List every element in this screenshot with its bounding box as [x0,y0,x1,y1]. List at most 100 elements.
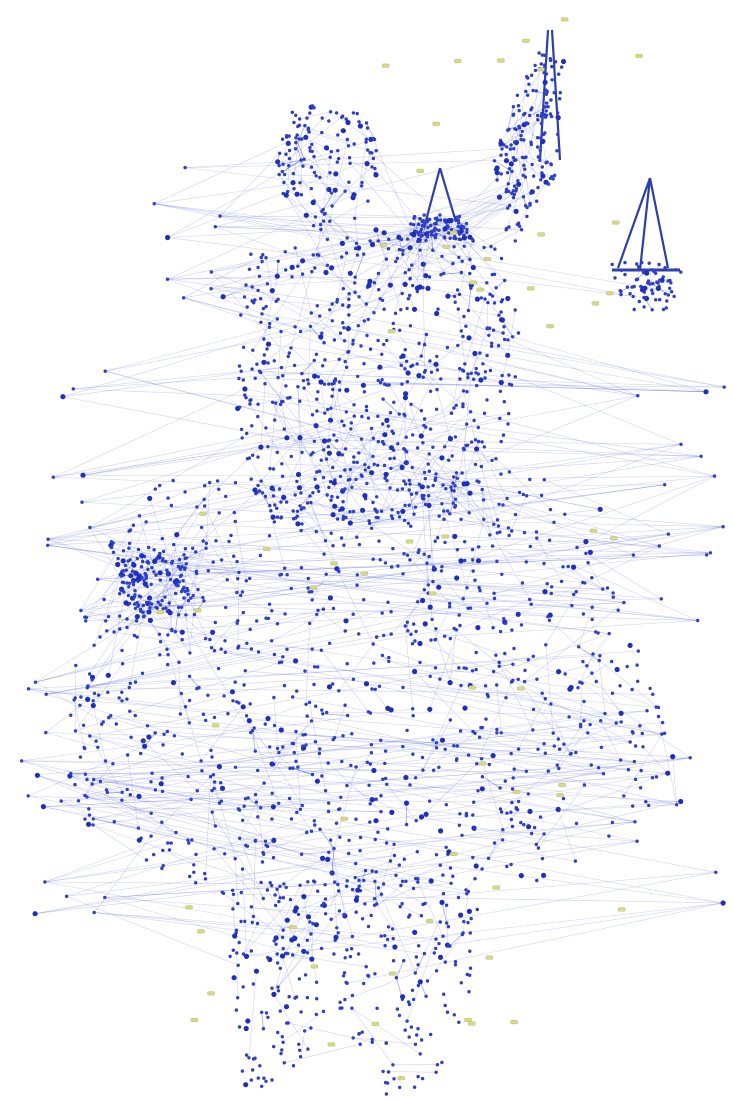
graph-edge [377,465,601,510]
graph-node [303,669,307,673]
graph-node [499,172,503,176]
graph-edge [277,910,340,988]
graph-node [71,387,76,391]
graph-edge [35,855,395,914]
graph-node [455,476,459,480]
graph-node [271,837,277,844]
graph-edge [388,224,419,250]
graph-node [338,474,343,479]
graph-edge [429,437,451,472]
graph-node [545,160,549,164]
graph-edge [44,852,264,883]
graph-edge [238,808,266,842]
graph-node [206,693,210,697]
graph-node [195,505,199,509]
graph-edge [89,735,341,798]
graph-node [275,887,279,891]
graph-node [338,331,343,335]
graph-node [574,821,579,826]
graph-node [194,550,198,554]
graph-node [457,292,462,297]
graph-edge [476,681,512,764]
graph-node [502,617,506,621]
graph-node [323,912,328,916]
graph-node [304,743,308,747]
graph-edge [338,428,352,454]
graph-node [120,648,124,653]
graph-node [456,343,460,348]
graph-node [501,828,505,832]
graph-node [352,142,356,146]
graph-node [119,588,123,592]
graph-node [276,989,281,993]
graph-node [252,726,256,730]
graph-node [457,823,462,827]
graph-node [352,403,356,407]
graph-edge [93,779,220,804]
graph-node [313,215,318,219]
graph-node [350,732,354,736]
graph-node [357,884,361,888]
graph-node [423,273,429,279]
graph-node [509,383,514,387]
graph-node [443,747,447,751]
graph-node [500,838,505,842]
graph-node [256,288,260,293]
graph-node [272,652,277,657]
graph-edge [213,848,284,931]
graph-node [269,509,273,513]
graph-node [574,590,578,594]
graph-node [569,751,573,756]
graph-edge [334,482,434,486]
graph-node [353,875,357,880]
graph-node [186,774,190,779]
graph-node [474,667,478,672]
graph-edge [236,952,238,998]
graph-edge [557,809,576,862]
graph-node [244,283,248,287]
graph-node [369,526,374,530]
graph-node [243,953,250,960]
graph-edge [45,732,98,748]
graph-node [278,402,283,407]
graph-node [295,689,299,693]
graph-node [298,329,303,334]
graph-edge [473,761,635,803]
graph-node [324,572,328,576]
graph-node [408,276,412,281]
graph-node [511,335,515,339]
graph-node [326,809,331,814]
graph-node [355,573,359,577]
graph-node [528,201,532,206]
graph-node [427,706,433,712]
graph-edge [28,688,273,765]
graph-node [96,745,100,749]
graph-label-tag [560,17,569,22]
graph-edge [93,702,310,780]
graph-node [477,585,481,590]
graph-node [292,363,297,368]
graph-node [237,364,242,368]
graph-edge [252,730,256,752]
graph-node [498,786,502,790]
graph-edge [557,720,585,766]
graph-node [461,235,467,241]
graph-node [540,165,544,169]
graph-node [181,579,185,583]
graph-edge [415,727,483,779]
graph-edge [92,824,147,861]
graph-edge [219,215,634,297]
graph-node [556,737,560,741]
graph-edge [510,144,514,191]
graph-node [312,170,317,175]
graph-node [257,274,262,278]
graph-node [191,546,195,550]
graph-edge [518,182,547,224]
graph-node [422,213,426,217]
graph-node [397,412,401,416]
graph-node [412,1085,417,1089]
graph-node [582,783,587,787]
graph-node [423,811,429,817]
graph-node [461,402,465,406]
graph-node [176,605,181,610]
